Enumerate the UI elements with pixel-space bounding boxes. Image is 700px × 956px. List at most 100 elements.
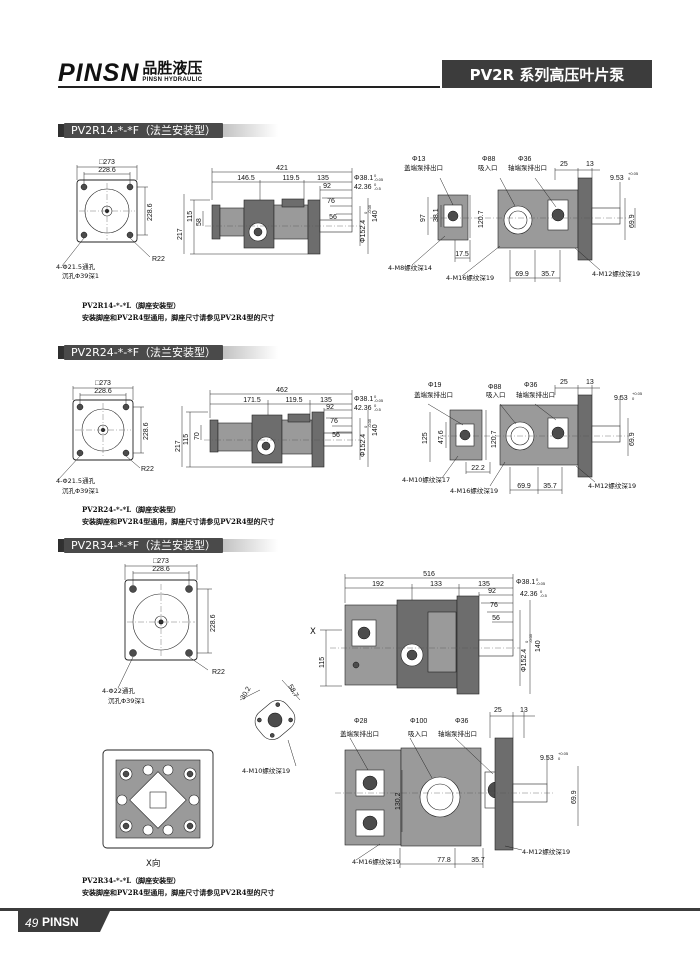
s1-front-cbore: 沉孔Φ39深1 <box>62 271 99 280</box>
s2-side-b: 119.5 <box>286 397 303 404</box>
s3-side-h: 42.36 <box>520 591 538 598</box>
s3-side-c: 135 <box>478 581 490 588</box>
s2-end-port2-label: 吸入口 <box>486 391 506 399</box>
s2-end-b2: 69.9 <box>517 483 531 490</box>
s3-front-holes: 4-Φ22通孔 <box>102 686 135 695</box>
s1-end-thread1: 4-M8螺纹深14 <box>388 263 432 272</box>
s2-side-g-tol-l: -0.05 <box>374 398 384 403</box>
s1-front-d1: □273 <box>99 159 115 166</box>
s1-end-h3: 120.7 <box>478 210 485 228</box>
s3-end-port2: Φ100 <box>410 718 427 725</box>
s3-side-i: Φ152.4 <box>521 649 528 672</box>
s2-side-g: Φ38.1 <box>354 396 373 403</box>
s3-side-g-tol-u: 0 <box>536 577 539 582</box>
s1-end-h1: 97 <box>420 214 427 222</box>
s2-end-port1-label: 盖端泵排出口 <box>414 390 453 399</box>
s1-side-l: 115 <box>187 211 194 222</box>
s3-side-i-tol-u: 0 <box>524 640 529 643</box>
s2-end-thread3: 4-M12螺纹深19 <box>588 481 636 490</box>
s2-front-d1: □273 <box>95 380 111 387</box>
s3-xview-label: X向 <box>146 858 160 869</box>
s2-end-port1: Φ19 <box>428 382 441 389</box>
s2-front-d2: 228.6 <box>94 388 112 395</box>
s2-end-h1: 125 <box>422 432 429 444</box>
s3-side-e: 76 <box>490 602 498 609</box>
s2-side-a: 171.5 <box>243 397 261 404</box>
s2-side-f: 56 <box>332 432 340 439</box>
s2-side-e: 76 <box>330 418 338 425</box>
s1-front-d3: 228.6 <box>147 203 154 221</box>
s3-end-port3-label: 轴端泵排出口 <box>438 729 477 738</box>
s1-side-g-tol-l: -0.05 <box>374 177 384 182</box>
s2-side-h: 42.36 <box>354 405 372 412</box>
s3-end-b: 13 <box>520 707 528 714</box>
s2-side-i-tol-u: 0 <box>363 425 368 428</box>
s2-end-port3-label: 轴端泵排出口 <box>516 390 555 399</box>
s2-side-h-tol-l: -0.5 <box>374 407 382 412</box>
s1-side-e: 76 <box>327 198 335 205</box>
s3-flange-d1: 30.2 <box>240 686 253 701</box>
s3-end-thread1: 4-M16螺纹深19 <box>352 857 400 866</box>
section-heading-2: PV2R24-*-*F（法兰安装型） <box>64 345 224 360</box>
s2-end-a: 25 <box>560 379 568 386</box>
s1-end-port3-label: 轴端泵排出口 <box>508 163 547 172</box>
s1-side-g: Φ38.1 <box>354 175 373 182</box>
s1-end-b3: 35.7 <box>541 271 555 278</box>
s2-end-key-tol-u: +0.05 <box>632 391 643 396</box>
note-1b: 安装脚座和PV2R4型通用，脚座尺寸请参见PV2R4型的尺寸 <box>82 313 275 322</box>
x-view-3: X向 <box>102 749 214 869</box>
s3-side-d: 92 <box>488 588 496 595</box>
s1-side-k: 217 <box>177 228 184 240</box>
s3-front-d1: □273 <box>153 558 169 565</box>
s1-side-i-tol-l: -0.05 <box>367 204 372 214</box>
s3-end-h1: 130.2 <box>395 792 402 810</box>
s3-side-f: 56 <box>492 615 500 622</box>
s1-side-i-tol-u: 0 <box>363 211 368 214</box>
side-view-1: 421 146.5 119.5 135 92 76 56 Φ38.1 0 -0.… <box>177 165 384 255</box>
logo-wordmark: PINSN <box>58 59 140 87</box>
s3-end-port1-label: 盖端泵排出口 <box>340 729 379 738</box>
s3-side-l: 115 <box>319 657 326 668</box>
s1-side-j: 140 <box>372 210 379 222</box>
s2-end-thread2: 4-M16螺纹深19 <box>450 486 498 495</box>
s1-side-i: Φ152.4 <box>360 220 367 243</box>
s3-side-g-tol-l: -0.05 <box>536 581 546 586</box>
s2-side-i-tol-l: -0.05 <box>367 418 372 428</box>
s2-side-g-tol-u: 0 <box>374 394 377 399</box>
s3-side-overall: 516 <box>423 571 435 578</box>
brand-logo: PINSN 品胜液压 PINSN HYDRAULIC <box>58 59 203 87</box>
s2-side-c: 135 <box>320 397 332 404</box>
s1-side-g-tol-u: 0 <box>374 173 377 178</box>
s3-end-b2: 35.7 <box>471 857 485 864</box>
s1-front-holes: 4-Φ21.5通孔 <box>56 262 96 271</box>
s1-side-h-tol-u: 0 <box>374 182 377 187</box>
front-view-1: □273 228.6 228.6 R22 4-Φ21.5通孔 沉孔Φ39深1 <box>56 159 165 280</box>
s2-side-d: 92 <box>326 404 334 411</box>
s3-front-r: R22 <box>212 669 225 676</box>
s2-end-h3: 120.7 <box>491 430 498 448</box>
s3-end-key-tol-u: +0.05 <box>558 751 569 756</box>
s3-end-key: 9.53 <box>540 755 554 762</box>
s1-end-port2-label: 吸入口 <box>478 164 498 172</box>
port-flange-3: 30.2 58.7 4-M10螺纹深19 <box>240 679 301 775</box>
s2-end-b3: 35.7 <box>543 483 557 490</box>
s2-end-key-tol-l: 0 <box>632 396 635 401</box>
s3-front-d2: 228.6 <box>152 566 170 573</box>
s1-front-r: R22 <box>152 256 165 263</box>
s2-side-overall: 462 <box>276 387 288 394</box>
s1-end-port1-label: 盖端泵排出口 <box>404 163 443 172</box>
s2-front-holes: 4-Φ21.5通孔 <box>56 476 96 485</box>
s2-side-i: Φ152.4 <box>360 434 367 457</box>
s2-end-b: 13 <box>586 379 594 386</box>
s1-end-b: 13 <box>586 161 594 168</box>
section-heading-1: PV2R14-*-*F（法兰安装型） <box>64 123 224 138</box>
s3-side-g: Φ38.1 <box>516 579 535 586</box>
page-number: 49 <box>25 916 39 930</box>
s3-front-d3: 228.6 <box>210 614 217 632</box>
logo-english: PINSN HYDRAULIC <box>142 77 203 83</box>
s3-side-a: 192 <box>372 581 384 588</box>
s3-end-port1: Φ28 <box>354 718 367 725</box>
note-3b: 安装脚座和PV2R4型通用，脚座尺寸请参见PV2R4型的尺寸 <box>82 888 275 897</box>
